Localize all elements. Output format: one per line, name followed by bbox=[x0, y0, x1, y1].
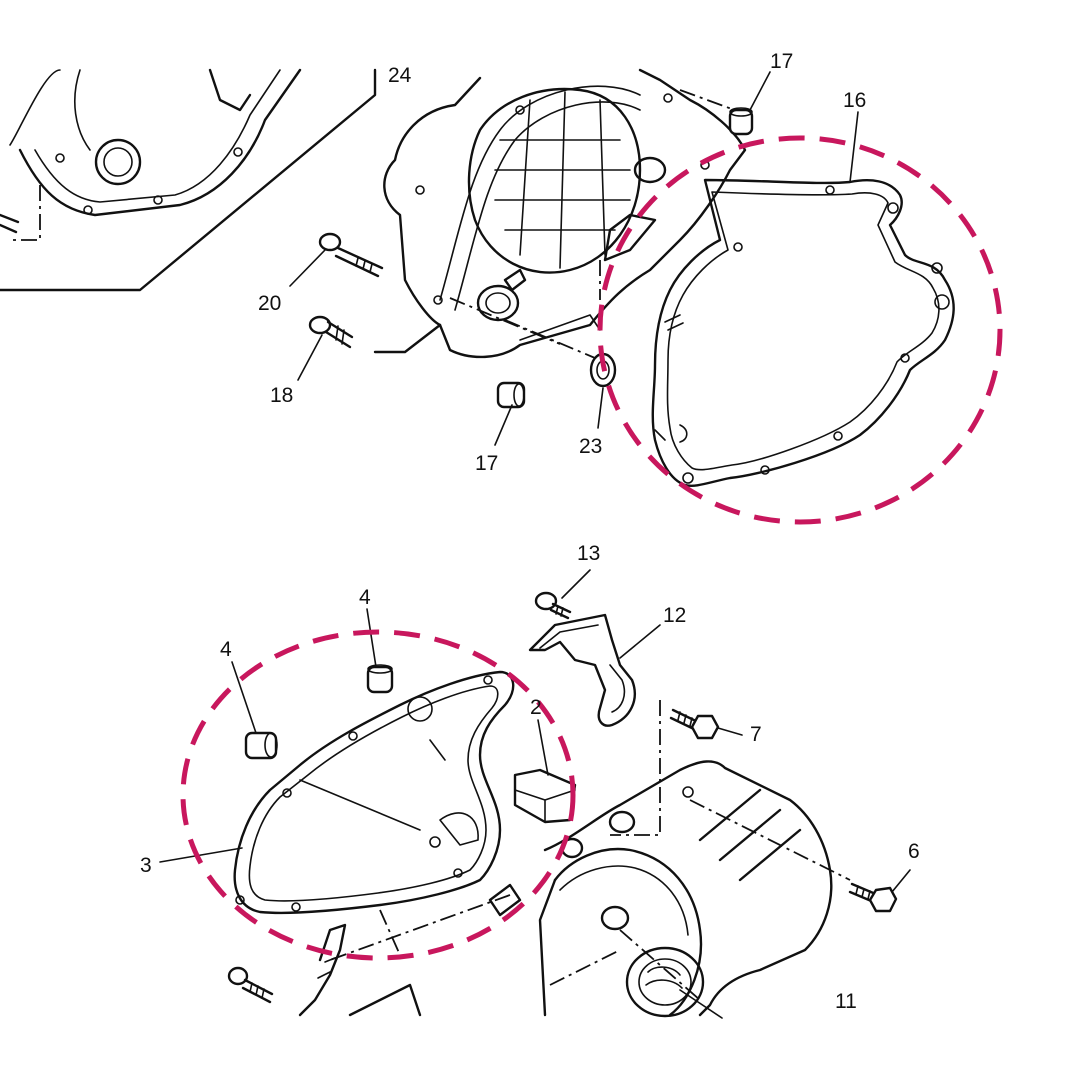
callout-4-left: 4 bbox=[220, 638, 232, 661]
callout-24: 24 bbox=[388, 64, 412, 87]
callout-2: 2 bbox=[530, 696, 542, 719]
dowel-pin-4-right bbox=[366, 664, 394, 694]
crankcase-partial-view bbox=[0, 68, 377, 292]
bolt-20 bbox=[318, 232, 384, 278]
bolt-6 bbox=[848, 882, 898, 913]
callout-17: 17 bbox=[475, 452, 498, 475]
callout-23: 23 bbox=[579, 435, 602, 458]
callout-17-top: 17 bbox=[770, 50, 793, 73]
dowel-pin-17-top bbox=[728, 107, 754, 136]
callout-3: 3 bbox=[140, 854, 152, 877]
callout-7: 7 bbox=[750, 723, 762, 746]
highlight-ring-gasket-3 bbox=[180, 629, 576, 961]
callout-16: 16 bbox=[843, 89, 866, 112]
bolt-18 bbox=[308, 315, 354, 349]
crankcase-cover-11 bbox=[329, 700, 851, 1018]
dowel-pin-4-left bbox=[244, 731, 278, 760]
callout-20: 20 bbox=[258, 292, 281, 315]
callout-4-right: 4 bbox=[359, 586, 371, 609]
callout-18: 18 bbox=[270, 384, 293, 407]
callout-6: 6 bbox=[908, 840, 920, 863]
crankcase-cover-24 bbox=[373, 68, 747, 359]
dowel-pin-17 bbox=[496, 381, 526, 409]
bolt-13 bbox=[534, 591, 572, 620]
callout-labels: 24 17 16 20 18 17 23 13 12 4 4 2 7 6 3 1… bbox=[140, 50, 920, 1013]
callout-11: 11 bbox=[835, 990, 857, 1013]
bracket-12 bbox=[528, 613, 636, 727]
callout-12: 12 bbox=[663, 604, 686, 627]
cover-gasket-16 bbox=[651, 178, 955, 487]
sensor-2 bbox=[513, 768, 577, 824]
cover-gasket-3 bbox=[233, 670, 515, 915]
leader-lines bbox=[159, 71, 911, 1019]
highlight-ring-gasket-16 bbox=[597, 135, 1003, 525]
callout-13: 13 bbox=[577, 542, 600, 565]
bolt-7 bbox=[669, 708, 720, 740]
bracket-bottom-left bbox=[227, 883, 522, 1017]
